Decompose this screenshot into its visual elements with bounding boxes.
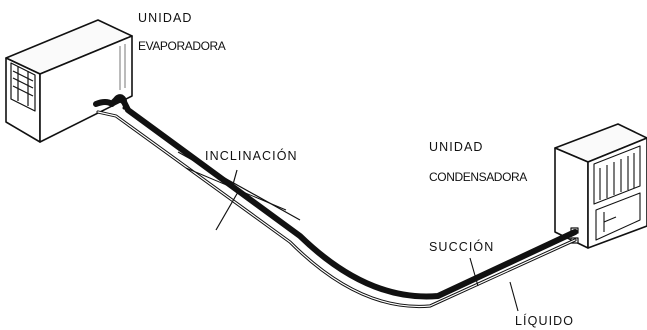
condenser-unit <box>554 123 647 249</box>
liquid-label: LÍQUIDO <box>515 313 574 328</box>
slope-indicator <box>177 151 301 231</box>
slope-label: INCLINACIÓN <box>205 148 298 163</box>
suction-trap <box>110 94 128 110</box>
suction-label: SUCCIÓN <box>429 239 494 254</box>
suction-line <box>93 96 578 300</box>
condenser-label-line1: UNIDAD <box>429 140 484 154</box>
condenser-label-line2: CONDENSADORA <box>429 170 527 184</box>
label-leaders <box>469 257 519 312</box>
evaporator-label-line2: EVAPORADORA <box>138 39 226 53</box>
evaporator-label-line1: UNIDAD <box>138 11 193 25</box>
evaporator-unit <box>5 19 133 143</box>
